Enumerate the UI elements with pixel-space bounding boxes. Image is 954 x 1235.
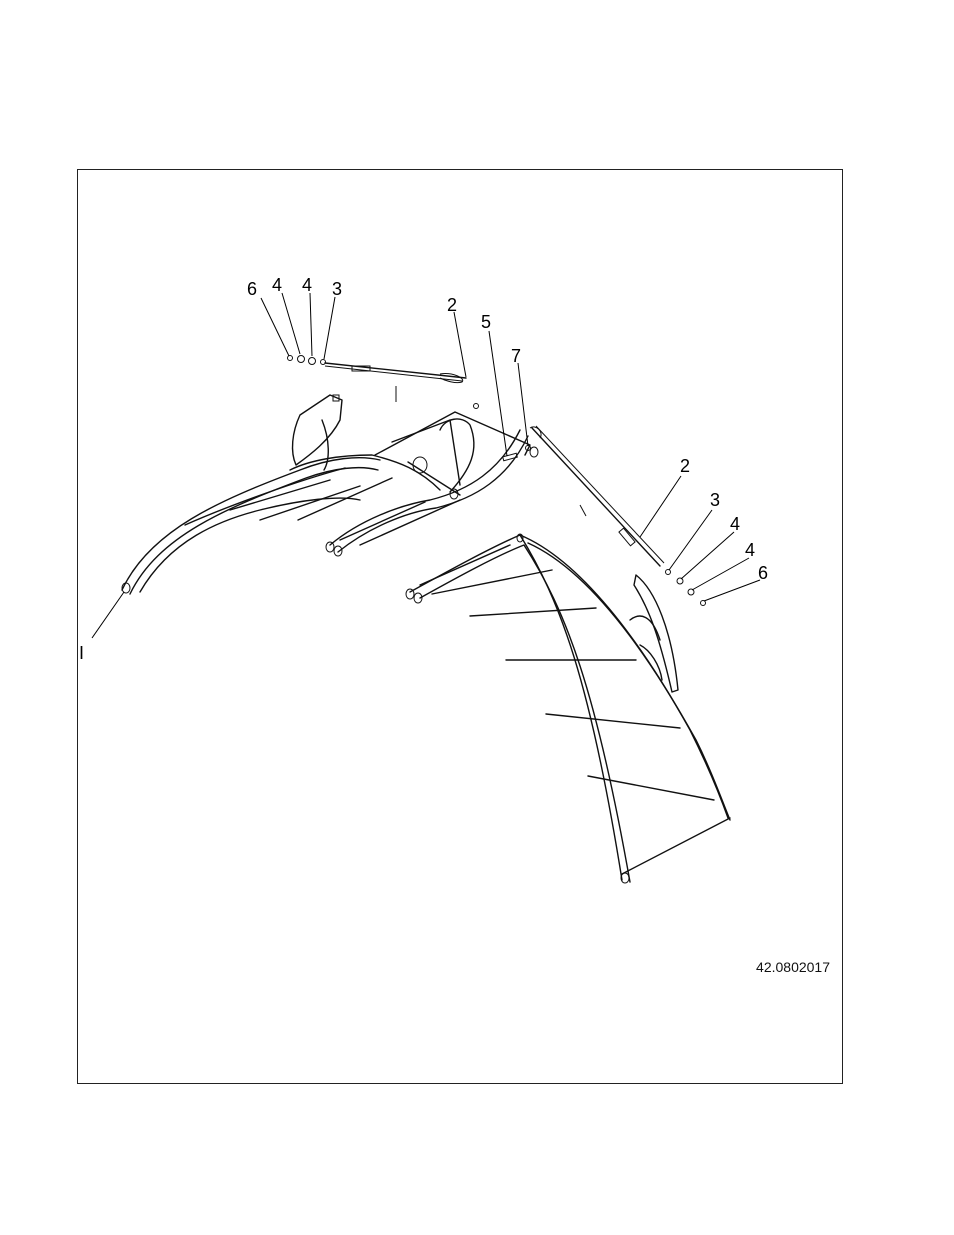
washer-icon <box>309 358 316 365</box>
upper-cable-assembly <box>288 356 467 383</box>
callout-label: I <box>79 643 84 663</box>
callout-label: 3 <box>710 490 720 510</box>
nut-icon <box>288 356 293 361</box>
washer-icon <box>677 578 683 584</box>
callout-label: 3 <box>332 279 342 299</box>
callout-label: 5 <box>481 312 491 332</box>
right-cable-assembly <box>503 426 706 606</box>
callout-label: 4 <box>745 540 755 560</box>
bolt-icon <box>321 360 326 365</box>
washer-icon <box>298 356 305 363</box>
callout-labels: 6 4 4 3 2 5 7 2 3 4 4 6 I <box>79 275 768 663</box>
callout-label: 6 <box>758 563 768 583</box>
callout-label: 4 <box>272 275 282 295</box>
callout-label: 2 <box>447 295 457 315</box>
ladder-assembly <box>122 386 730 883</box>
leader-lines <box>92 293 760 638</box>
callout-label: 4 <box>302 275 312 295</box>
bolt-icon <box>666 570 671 575</box>
callout-label: 2 <box>680 456 690 476</box>
callout-label: 7 <box>511 346 521 366</box>
callout-label: 6 <box>247 279 257 299</box>
callout-label: 4 <box>730 514 740 534</box>
